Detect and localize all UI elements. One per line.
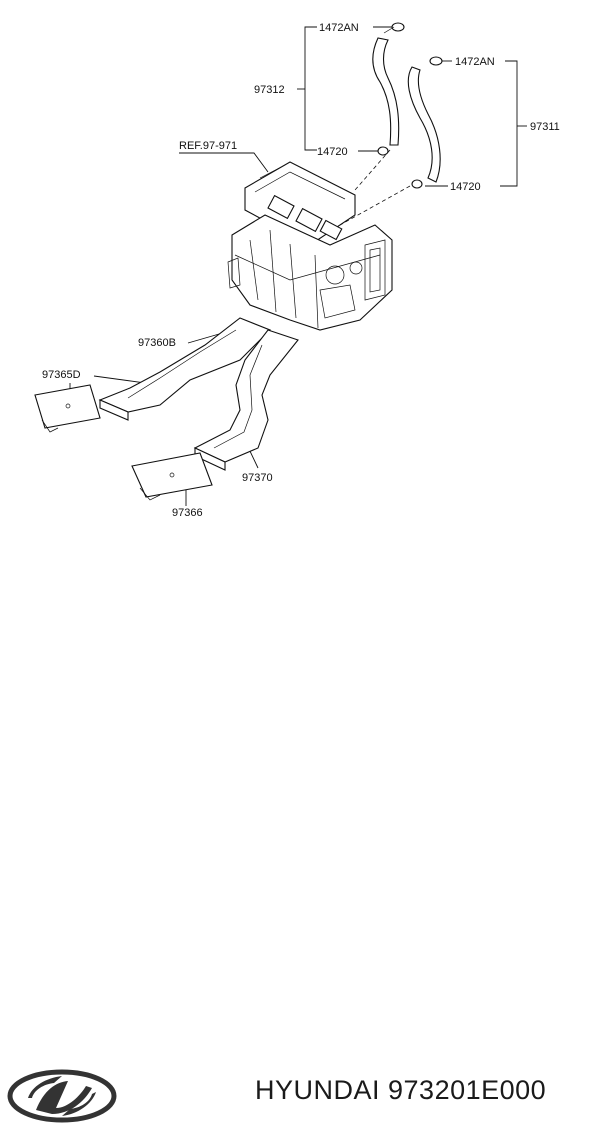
hyundai-logo-icon [7,1069,117,1123]
label-97365d: 97365D [42,369,81,381]
label-14720-left: 14720 [317,146,348,158]
floor-ducts [98,317,299,471]
label-97370: 97370 [242,472,273,484]
heater-unit [227,161,393,331]
label-97312: 97312 [254,84,285,96]
label-14720-right: 14720 [450,181,481,193]
label-97366: 97366 [172,507,203,519]
label-97311: 97311 [530,121,560,133]
heater-hoses [339,22,443,226]
parts-diagram: 1472AN 1472AN 97312 97311 REF.97-971 147… [34,22,560,519]
label-ref-97-971: REF.97-971 [179,140,237,152]
label-1472an-right: 1472AN [455,56,495,68]
footer: HYUNDAI 973201E000 [0,530,600,1123]
duct-plates [34,384,213,501]
brand-part-number: HYUNDAI 973201E000 [255,1075,547,1105]
label-97360b: 97360B [138,337,176,349]
label-1472an-top: 1472AN [319,22,359,34]
